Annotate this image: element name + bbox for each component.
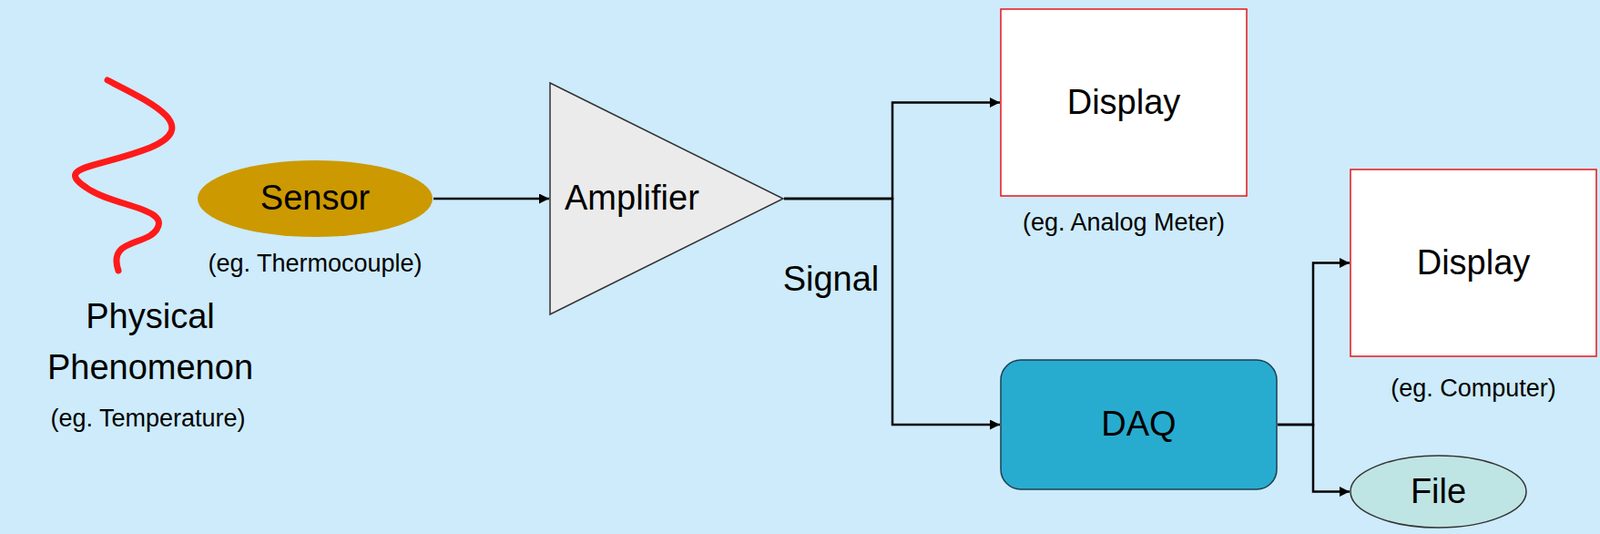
display-box-shape (1350, 169, 1597, 357)
daq-box-shape (1000, 359, 1277, 490)
amplifier-triangle: Amplifier (549, 81, 785, 316)
signal-label: Signal (774, 258, 888, 299)
node-title: File (1410, 471, 1467, 512)
sensor-ellipse: Sensor(eg. Thermocouple) (196, 159, 434, 238)
file-ellipse: File (1349, 454, 1528, 529)
file-ellipse-shape (1350, 455, 1527, 528)
node-title: Display (1416, 243, 1531, 284)
signal-connector (784, 198, 1000, 425)
daq-box: DAQ (999, 358, 1278, 490)
display-box-shape (1000, 9, 1247, 196)
amplifier-triangle-shape (550, 82, 784, 315)
phenomenon-wave (75, 80, 173, 271)
signal-connector (1277, 263, 1350, 426)
display-box: Display(eg. Computer) (1349, 168, 1598, 357)
signal-connector (433, 197, 550, 201)
signal-connector (1277, 424, 1350, 492)
node-title: Amplifier (564, 178, 700, 219)
node-caption: (eg. Computer) (1390, 373, 1557, 403)
signal-connector (784, 102, 1000, 200)
node-title: Display (1067, 82, 1182, 123)
node-title: DAQ (1100, 404, 1176, 445)
node-caption: (eg. Thermocouple) (207, 248, 422, 278)
example-note: (eg. Temperature) (36, 402, 260, 434)
node-title: Sensor (260, 178, 370, 219)
node-caption: (eg. Analog Meter) (1022, 207, 1225, 237)
sensor-ellipse-shape (197, 160, 433, 237)
phenomenon-label: Physical Phenomenon (27, 290, 274, 393)
display-box: Display(eg. Analog Meter) (999, 8, 1248, 197)
